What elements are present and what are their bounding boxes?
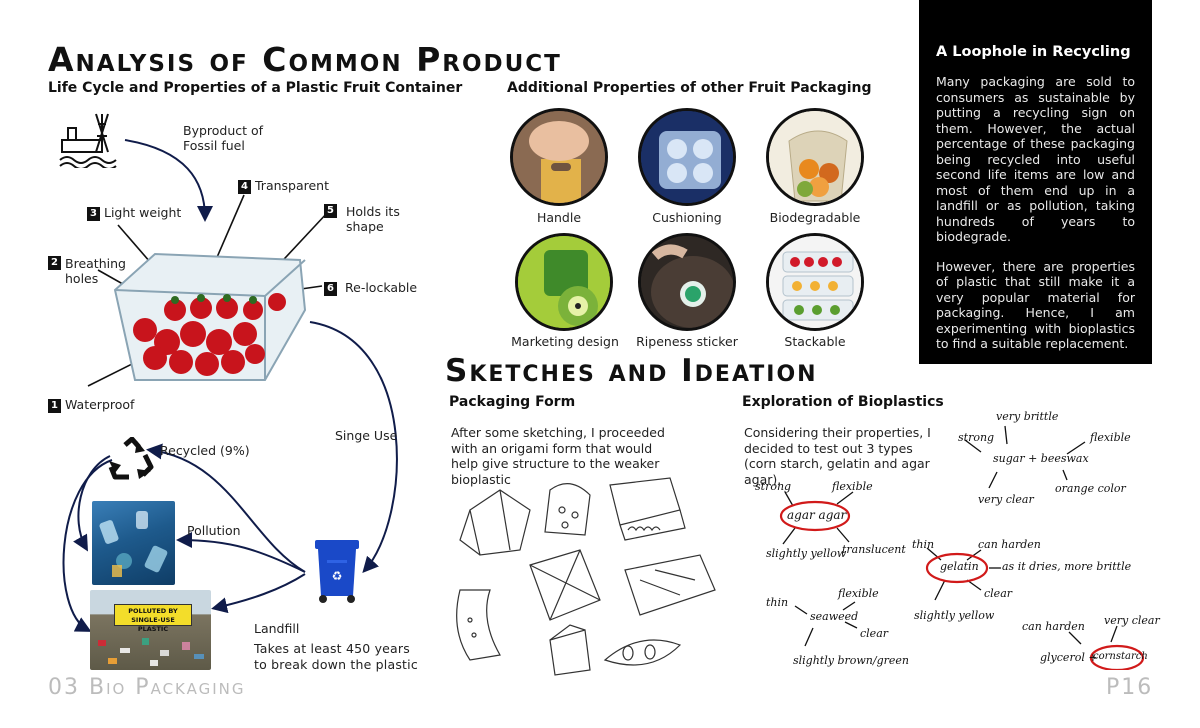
biodegradable-caption: Biodegradable: [769, 210, 861, 225]
recycled-label: Recycled (9%): [160, 443, 250, 458]
cushioning-photo: [638, 108, 736, 206]
lifecycle-subtitle: Life Cycle and Properties of a Plastic F…: [48, 80, 463, 96]
bioplastics-text: Considering their properties, I decided …: [744, 425, 931, 487]
marketing-design-caption: Marketing design: [511, 334, 619, 349]
corn-harden: can harden: [1022, 620, 1085, 633]
packaging-form-title: Packaging Form: [449, 394, 576, 410]
property-holds-shape: 5 Holds its shape: [324, 204, 419, 234]
trash-bin-icon: ♻: [315, 540, 359, 603]
landfill-photo: POLLUTED BY SINGLE-USE PLASTIC: [90, 590, 211, 670]
ocean-pollution-photo: [92, 501, 175, 585]
sugar-brittle: very brittle: [996, 410, 1059, 423]
bioplastics-title: Exploration of Bioplastics: [742, 394, 944, 410]
panel-title: A Loophole in Recycling: [936, 44, 1131, 60]
marketing-design-photo: [515, 233, 613, 331]
stackable-photo: [766, 233, 864, 331]
corn-center: cornstarch: [1093, 651, 1148, 662]
panel-paragraph-1: Many packaging are sold to consumers as …: [936, 74, 1135, 244]
footer-section-label: 03 Bio Packaging: [48, 675, 246, 700]
recycle-icon: [108, 437, 154, 480]
gelatin-note: as it dries, more brittle: [1002, 560, 1132, 573]
cushioning-caption: Cushioning: [652, 210, 722, 225]
seaweed-clear: clear: [860, 627, 889, 640]
handle-photo: [510, 108, 608, 206]
corn-glycerol: glycerol +: [1040, 651, 1098, 664]
agar-flexible: flexible: [832, 480, 873, 493]
page-title: Analysis of Common Product: [48, 40, 562, 79]
property-number: 6: [324, 282, 337, 296]
sketches-title: Sketches and Ideation: [445, 353, 818, 389]
property-waterproof: 1 Waterproof: [48, 397, 134, 413]
property-breathing-holes: 2 Breathing holes: [48, 256, 138, 286]
agar-strong: strong: [755, 480, 792, 493]
gelatin-clear: clear: [984, 587, 1013, 600]
sugar-center: sugar + beeswax: [993, 452, 1089, 465]
property-light-weight: 3 Light weight: [87, 205, 181, 221]
property-number: 1: [48, 399, 61, 413]
byproduct-label: Byproduct of Fossil fuel: [183, 123, 264, 153]
agar-translucent: translucent: [842, 543, 906, 556]
agar-center: agar agar: [787, 508, 847, 522]
seaweed-brown: slightly brown/green: [793, 654, 909, 667]
landfill-note: Takes at least 450 years to break down t…: [254, 641, 418, 672]
plastic-fruit-container: [105, 250, 310, 390]
ripeness-sticker-caption: Ripeness sticker: [636, 334, 738, 349]
stackable-caption: Stackable: [784, 334, 846, 349]
sugar-orange: orange color: [1055, 482, 1126, 495]
gelatin-center: gelatin: [940, 560, 979, 573]
property-number: 3: [87, 207, 100, 221]
bioplastic-mindmap-lines: [779, 425, 1145, 670]
gelatin-thin: thin: [912, 538, 935, 551]
biodegradable-photo: [766, 108, 864, 206]
protest-banner: POLLUTED BY SINGLE-USE PLASTIC: [114, 604, 192, 633]
property-label: Breathing holes: [65, 256, 126, 286]
property-number: 5: [324, 204, 337, 218]
property-label: Holds its shape: [346, 204, 400, 234]
footer-page-number: P16: [1106, 675, 1154, 700]
property-transparent: 4 Transparent: [238, 178, 329, 194]
single-use-label: Singe Use: [335, 428, 398, 443]
packaging-form-text: After some sketching, I proceeded with a…: [451, 425, 665, 487]
handle-caption: Handle: [536, 210, 582, 225]
panel-paragraph-2: However, there are properties of plastic…: [936, 258, 1135, 352]
landfill-label: Landfill: [254, 621, 300, 636]
sugar-clear: very clear: [978, 493, 1034, 506]
sugar-flexible: flexible: [1090, 431, 1131, 444]
seaweed-thin: thin: [766, 596, 789, 609]
pollution-label: Pollution: [187, 523, 241, 538]
property-label: Transparent: [255, 178, 330, 193]
ripeness-sticker-photo: [638, 233, 736, 331]
recycling-loophole-panel: A Loophole in Recycling Many packaging a…: [919, 0, 1152, 364]
sugar-strong: strong: [958, 431, 995, 444]
seaweed-center: seaweed: [810, 610, 859, 623]
seaweed-flexible: flexible: [838, 587, 879, 600]
property-label: Re-lockable: [345, 280, 418, 295]
gelatin-harden: can harden: [978, 538, 1041, 551]
origami-sketches: [456, 477, 716, 676]
corn-clear: very clear: [1104, 614, 1160, 627]
property-label: Waterproof: [65, 397, 135, 412]
banner-text: POLLUTED BY SINGLE-USE PLASTIC: [128, 607, 178, 633]
oil-rig-icon: [59, 113, 117, 168]
property-label: Light weight: [104, 205, 182, 220]
additional-properties-subtitle: Additional Properties of other Fruit Pac…: [507, 80, 872, 96]
agar-yellow: slightly yellow: [766, 547, 847, 560]
svg-text:♻: ♻: [332, 569, 343, 583]
gelatin-yellow: slightly yellow: [914, 609, 995, 622]
property-number: 4: [238, 180, 251, 194]
property-relockable: 6 Re-lockable: [324, 280, 417, 296]
property-number: 2: [48, 256, 61, 270]
